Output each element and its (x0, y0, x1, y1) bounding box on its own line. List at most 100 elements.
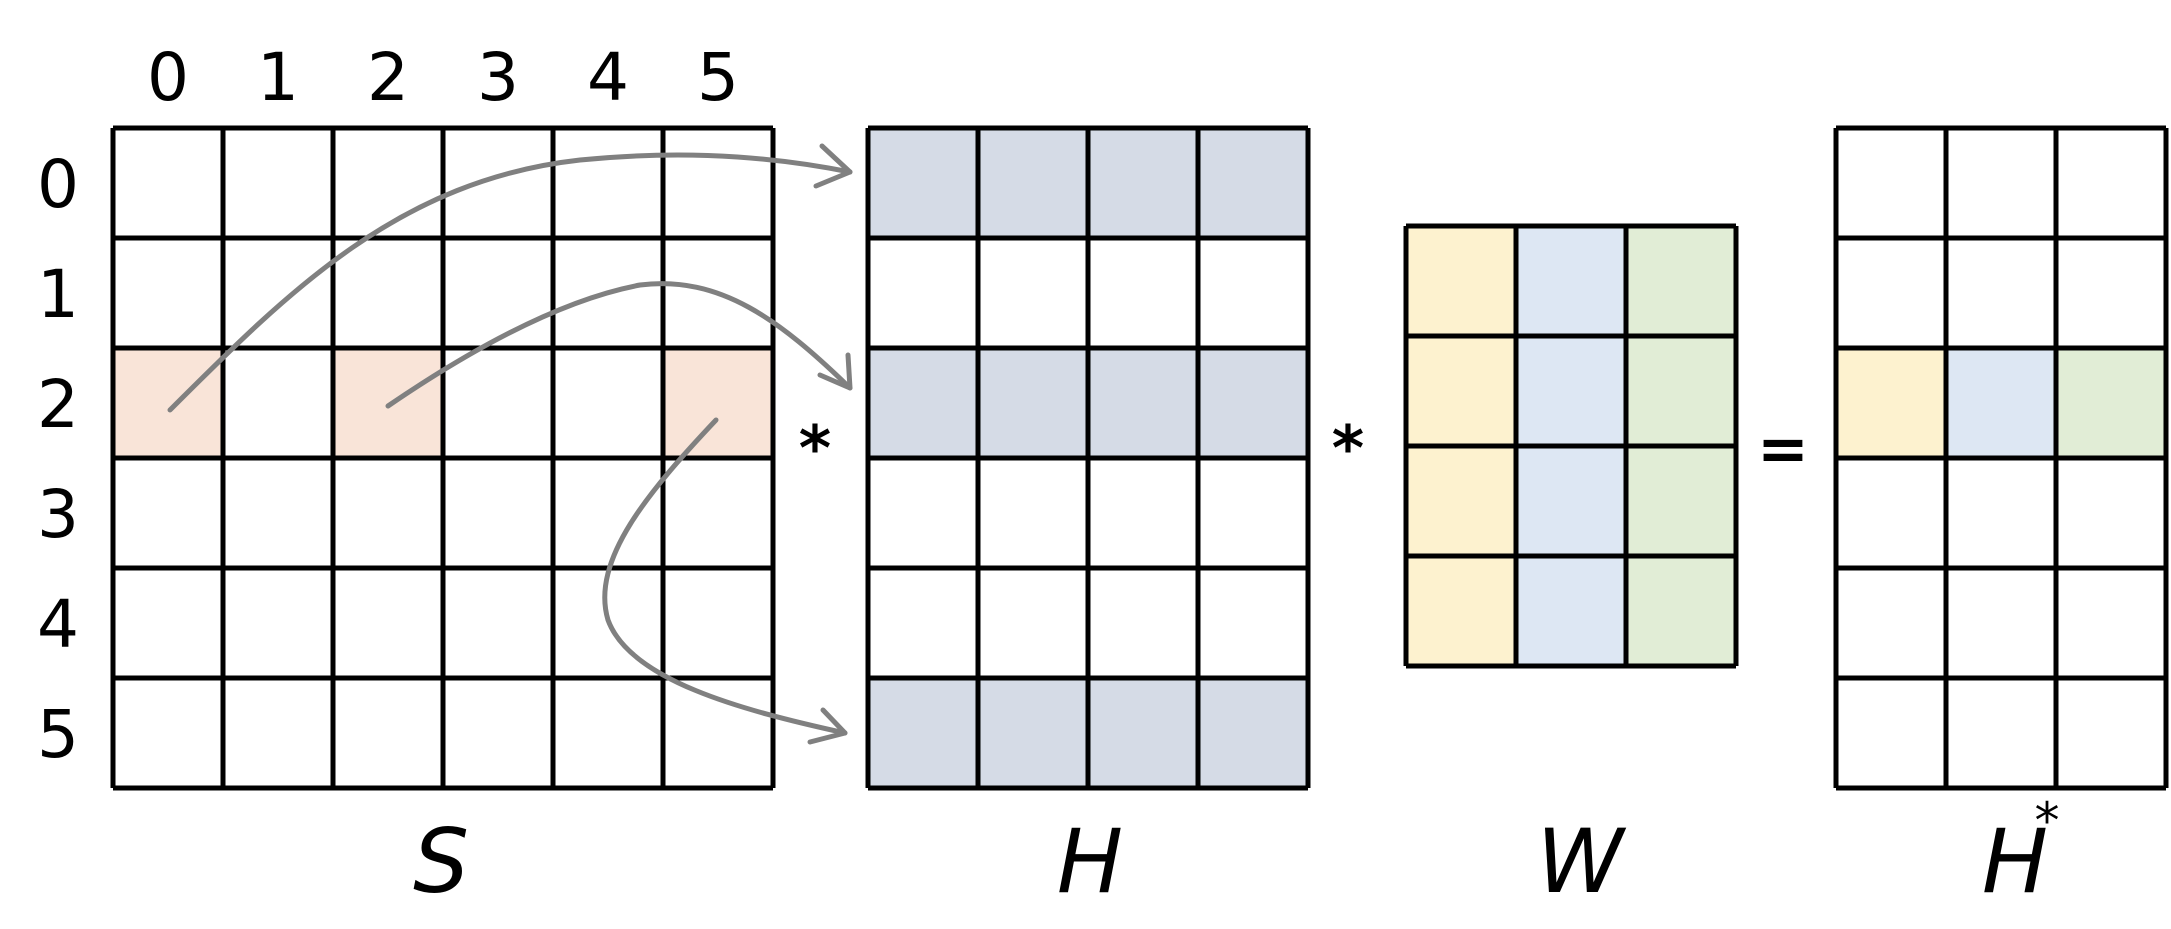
matrix-s-cell-3-2 (333, 458, 443, 568)
matrix-hstar-cell-4-1 (1946, 568, 2056, 678)
matrix-hstar-cell-1-1 (1946, 238, 2056, 348)
matrix-hstar-cell-0-0 (1836, 128, 1946, 238)
column-index-0: 0 (147, 39, 189, 116)
column-index-4: 4 (587, 39, 629, 116)
matrix-s-cell-5-3 (443, 678, 553, 788)
matrix-hstar-cell-2-0 (1836, 348, 1946, 458)
matrix-s-cell-5-1 (223, 678, 333, 788)
matrix-h-cell-2-3 (1198, 348, 1308, 458)
matrix-s-cell-3-0 (113, 458, 223, 568)
matrix-s-grid (110, 125, 776, 791)
matrix-hstar-label: H (1982, 810, 2048, 913)
row-index-0: 0 (37, 146, 79, 223)
matrix-hstar-cell-0-1 (1946, 128, 2056, 238)
matrix-h-cell-4-2 (1088, 568, 1198, 678)
matrix-s-cell-2-0 (113, 348, 223, 458)
matrix-w-cell-1-0 (1406, 336, 1516, 446)
arrow-s20-to-h0 (167, 152, 853, 413)
gather-arrows (167, 143, 853, 745)
matrix-s-cell-1-0 (113, 238, 223, 348)
matrix-s-label: S (413, 810, 469, 913)
row-index-1: 1 (37, 256, 79, 333)
matrix-w-cell-0-2 (1626, 226, 1736, 336)
matrix-w-cell-2-0 (1406, 446, 1516, 556)
matrix-hstar-cell-1-0 (1836, 238, 1946, 348)
matrix-s-cell-4-3 (443, 568, 553, 678)
matrix-s-cell-1-3 (443, 238, 553, 348)
matrix-s-cell-4-1 (223, 568, 333, 678)
arrow-head-h0 (813, 143, 853, 189)
matrix-s-cell-2-1 (223, 348, 333, 458)
matrix-s-cell-0-5 (663, 128, 773, 238)
row-index-5: 5 (37, 696, 79, 773)
matrix-h-cell-2-1 (978, 348, 1088, 458)
matrix-h-cell-5-3 (1198, 678, 1308, 788)
matrix-w-cell-3-0 (1406, 556, 1516, 666)
matrix-s-cell-3-4 (553, 458, 663, 568)
matrix-s-cell-0-3 (443, 128, 553, 238)
arrow-s22-to-h2 (385, 281, 853, 409)
column-index-5: 5 (697, 39, 739, 116)
matrix-w-cell-3-2 (1626, 556, 1736, 666)
column-index-3: 3 (477, 39, 519, 116)
matrix-hstar-cell-0-2 (2056, 128, 2166, 238)
matrix-h-cell-1-0 (868, 238, 978, 348)
matrix-h-cell-5-1 (978, 678, 1088, 788)
matrix-h-cell-2-0 (868, 348, 978, 458)
matrix-s-cell-2-3 (443, 348, 553, 458)
row-index-4: 4 (37, 586, 79, 663)
matrix-w-cell-1-1 (1516, 336, 1626, 446)
multiply-operator-1: * (799, 412, 831, 485)
matrix-w-cell-3-1 (1516, 556, 1626, 666)
matrix-s-cell-0-0 (113, 128, 223, 238)
matrix-s-cell-0-4 (553, 128, 663, 238)
matrix-hstar-cell-4-0 (1836, 568, 1946, 678)
matrix-w-cell-0-0 (1406, 226, 1516, 336)
matrix-w-cell-2-1 (1516, 446, 1626, 556)
matrix-h-cell-1-1 (978, 238, 1088, 348)
matrix-hstar-cell-5-0 (1836, 678, 1946, 788)
matrix-h-cell-5-0 (868, 678, 978, 788)
matrix-w-cell-2-2 (1626, 446, 1736, 556)
matrix-h-cell-4-3 (1198, 568, 1308, 678)
matrix-s-cell-2-5 (663, 348, 773, 458)
arrow-head-h2 (817, 352, 853, 391)
matrix-h-cell-0-2 (1088, 128, 1198, 238)
matrix-h-cell-3-3 (1198, 458, 1308, 568)
matrix-w-cell-1-2 (1626, 336, 1736, 446)
matrix-hstar-cell-3-1 (1946, 458, 2056, 568)
matrix-h-cell-1-3 (1198, 238, 1308, 348)
matrix-s-cell-4-5 (663, 568, 773, 678)
matrix-h-cell-3-0 (868, 458, 978, 568)
column-index-1: 1 (257, 39, 299, 116)
matrix-s-cell-0-2 (333, 128, 443, 238)
matrix-hstar-cell-1-2 (2056, 238, 2166, 348)
matrix-s-cell-3-1 (223, 458, 333, 568)
matrix-s-cell-3-3 (443, 458, 553, 568)
matrix-s-cell-4-2 (333, 568, 443, 678)
matrix-h-cell-2-2 (1088, 348, 1198, 458)
matrix-h-label: H (1057, 810, 1123, 913)
matrix-hstar-cell-2-1 (1946, 348, 2056, 458)
matrix-s-cell-1-1 (223, 238, 333, 348)
matrix-hstar-superscript: * (2035, 792, 2060, 850)
equals-operator: = (1757, 412, 1809, 485)
matrix-s-cell-5-0 (113, 678, 223, 788)
matrix-h-cell-3-2 (1088, 458, 1198, 568)
matrix-w-grid (1403, 223, 1739, 669)
matrix-h-cell-3-1 (978, 458, 1088, 568)
matrix-s-cell-0-1 (223, 128, 333, 238)
arrow-head-h5 (807, 707, 848, 745)
multiply-operator-2: * (1332, 412, 1364, 485)
matrix-h-cell-4-0 (868, 568, 978, 678)
matrix-hstar-cell-5-1 (1946, 678, 2056, 788)
arrow-s25-to-h5 (602, 417, 848, 736)
matrix-hstar-cell-3-2 (2056, 458, 2166, 568)
column-index-2: 2 (367, 39, 409, 116)
matrix-hstar-cell-3-0 (1836, 458, 1946, 568)
matrix-s-cell-4-0 (113, 568, 223, 678)
matrix-h-cell-1-2 (1088, 238, 1198, 348)
